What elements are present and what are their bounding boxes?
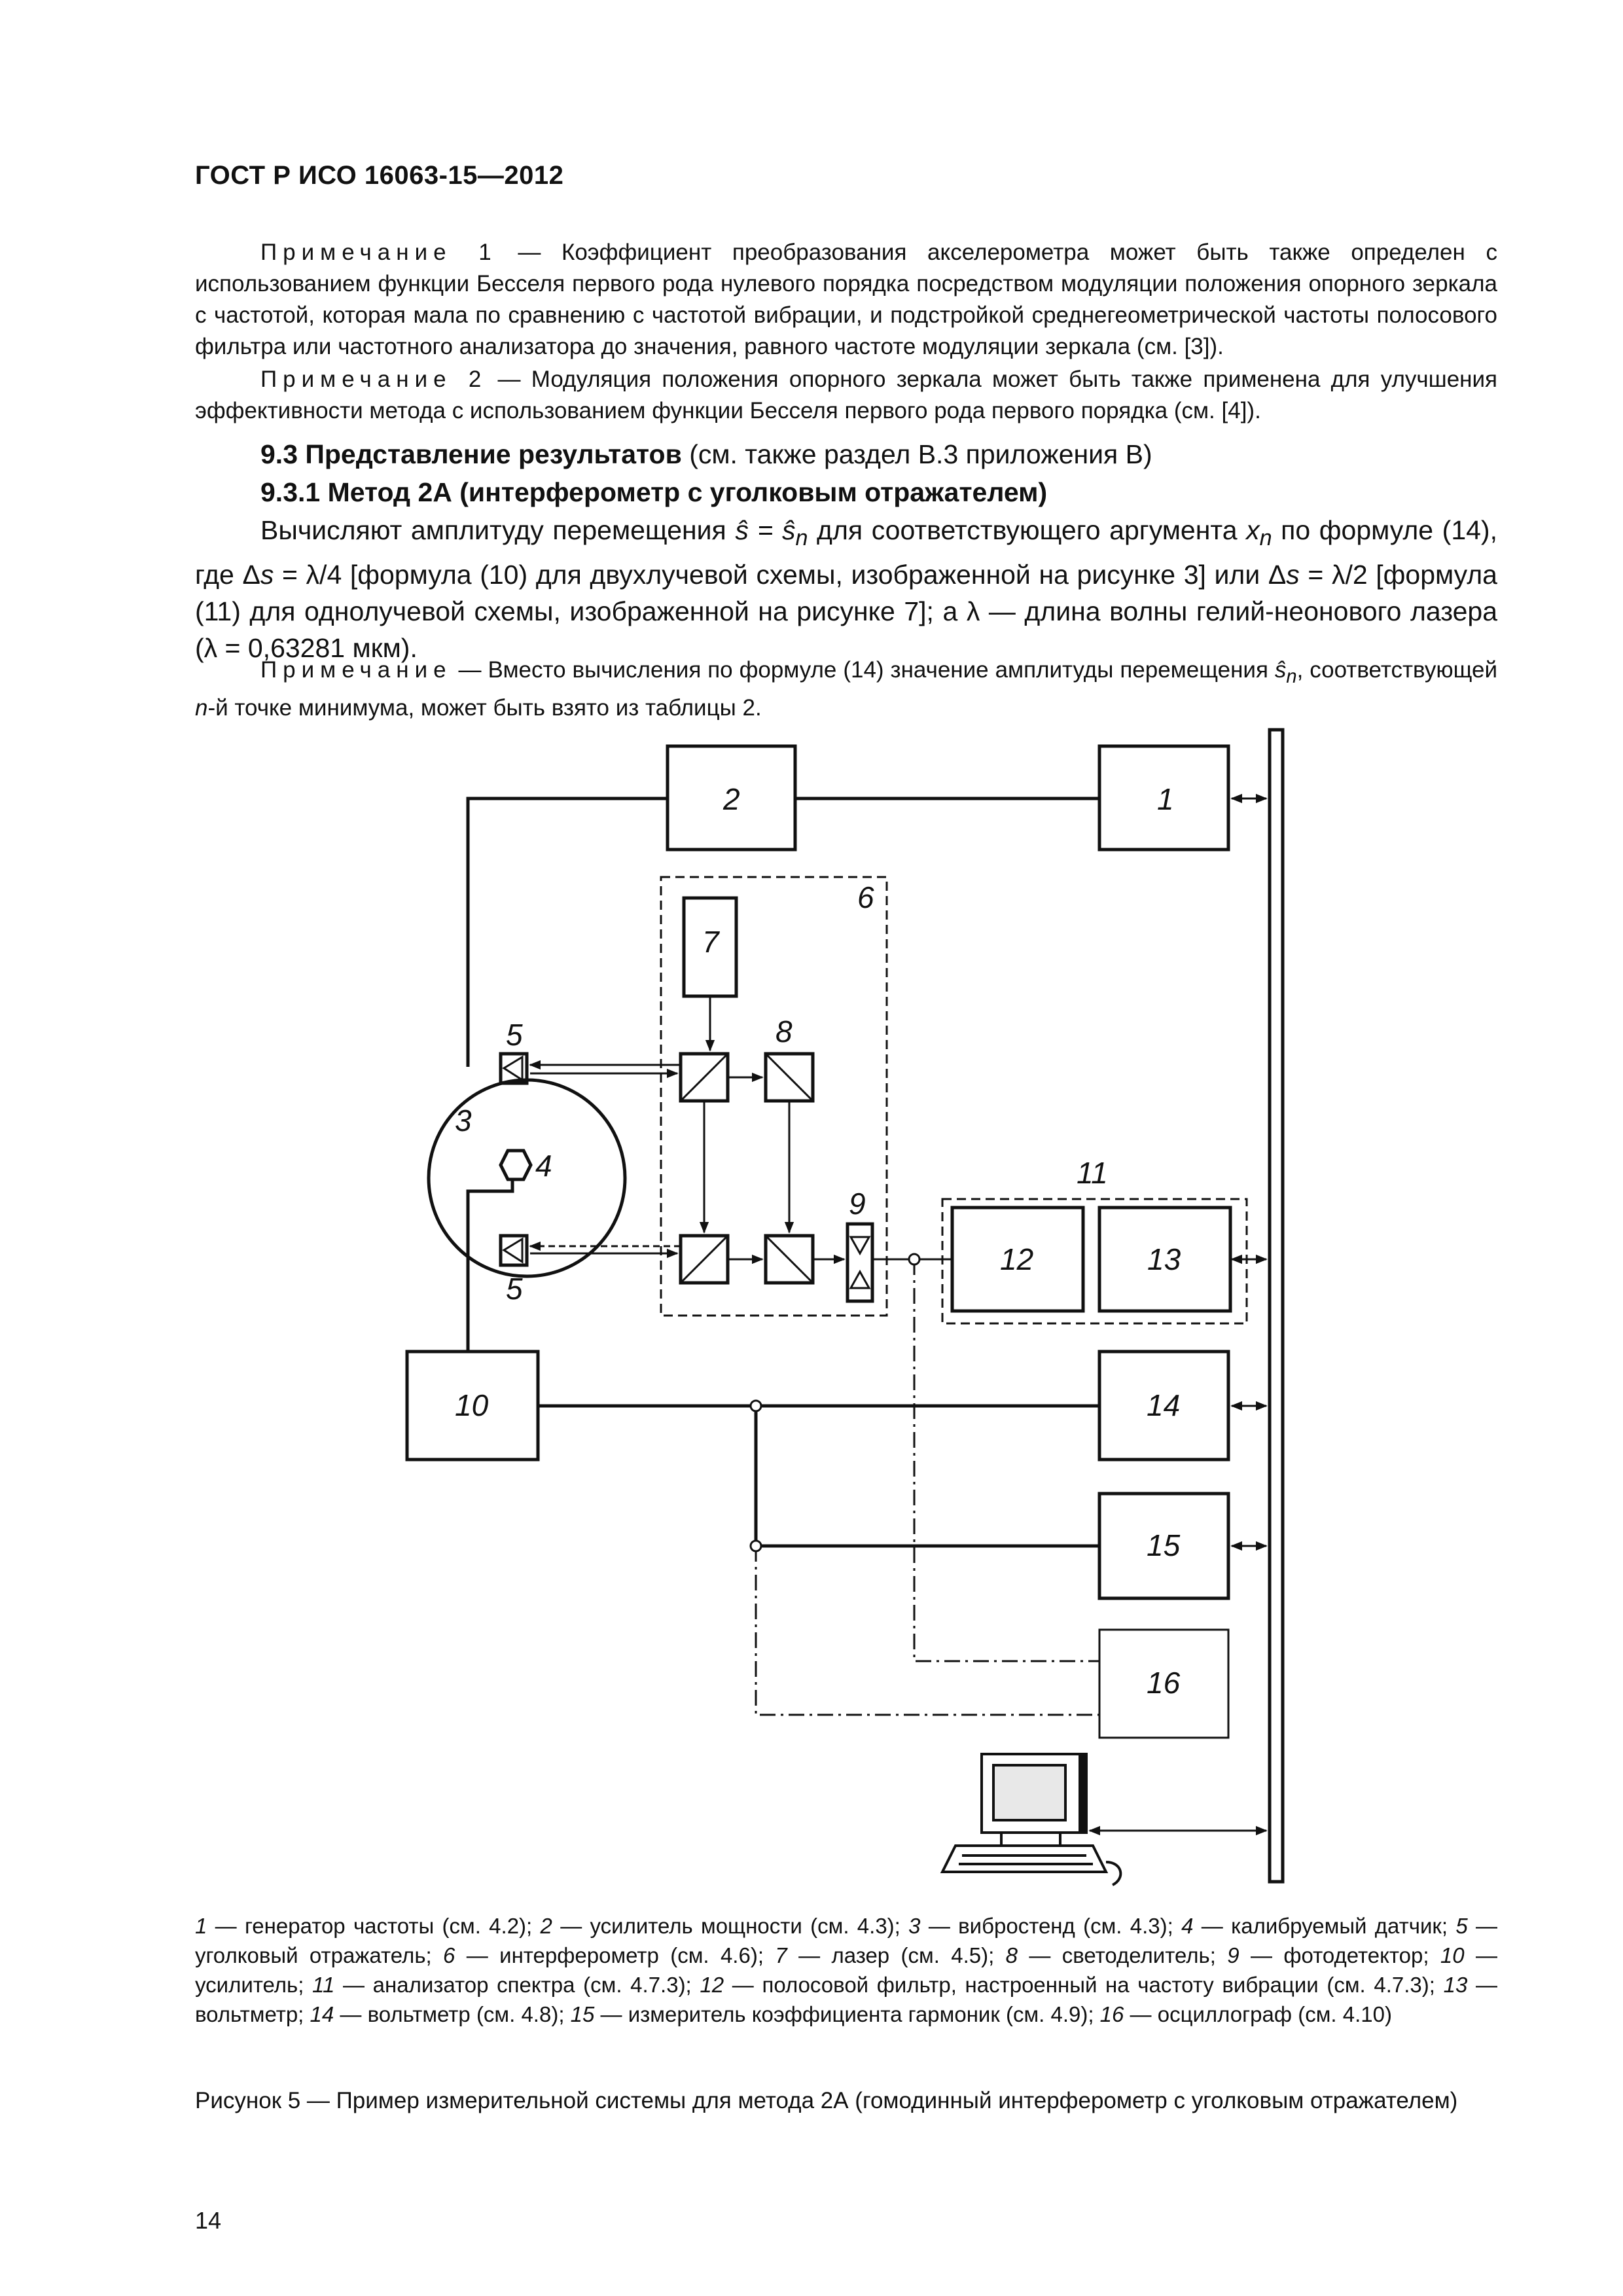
legend-num: 4 bbox=[1181, 1914, 1194, 1938]
legend-text: — вибростенд (см. 4.3); bbox=[920, 1914, 1182, 1938]
legend-num: 14 bbox=[310, 2002, 334, 2026]
section-9-3-heading: 9.3 Представление результатов bbox=[260, 439, 682, 469]
legend-text: — светоделитель; bbox=[1018, 1943, 1228, 1967]
method-paragraph: Вычисляют амплитуду перемещения ŝ = ŝn д… bbox=[195, 512, 1497, 666]
junction-dot bbox=[749, 1399, 762, 1412]
para-sub-n2: n bbox=[1259, 526, 1272, 551]
block-9-photodetector bbox=[846, 1222, 874, 1303]
section-9-3-1-heading: 9.3.1 Метод 2А (интерферометр с уголковы… bbox=[260, 477, 1048, 507]
label-9: 9 bbox=[849, 1187, 866, 1221]
legend-text: — вольтметр; bbox=[195, 1973, 1497, 2026]
label-5-top: 5 bbox=[506, 1018, 523, 1052]
note-2-lead: Примечание 2 bbox=[260, 367, 488, 392]
note-3-n: n bbox=[195, 695, 208, 721]
note-3-sub-n: n bbox=[1286, 666, 1297, 687]
corner-reflector-top bbox=[499, 1052, 529, 1085]
note-2: Примечание 2 — Модуляция положения опорн… bbox=[195, 364, 1497, 427]
legend-num: 6 bbox=[443, 1943, 455, 1967]
legend-num: 7 bbox=[775, 1943, 787, 1967]
corner-reflector-bottom bbox=[499, 1234, 529, 1267]
legend-num: 11 bbox=[312, 1973, 335, 1997]
para-s1: s bbox=[260, 560, 274, 590]
page-number: 14 bbox=[195, 2207, 222, 2234]
label-15: 15 bbox=[1147, 1528, 1181, 1562]
para-s2: s bbox=[1286, 560, 1300, 590]
legend-num: 12 bbox=[700, 1973, 724, 1997]
legend-text: — усилитель мощности (см. 4.3); bbox=[552, 1914, 909, 1938]
note-1-lead: Примечание 1 bbox=[260, 240, 497, 265]
data-bus bbox=[1268, 728, 1285, 1884]
label-13: 13 bbox=[1147, 1242, 1181, 1276]
note-3-s-hat: ŝ bbox=[1274, 657, 1287, 683]
label-7: 7 bbox=[702, 925, 720, 959]
legend-text: — полосовой фильтр, настроенный на часто… bbox=[724, 1973, 1444, 1997]
legend-num: 15 bbox=[570, 2002, 595, 2026]
para-x: x bbox=[1246, 515, 1260, 545]
note-3: Примечание — Вместо вычисления по формул… bbox=[195, 655, 1497, 724]
label-16: 16 bbox=[1147, 1666, 1181, 1700]
label-8: 8 bbox=[776, 1014, 793, 1049]
label-12: 12 bbox=[1000, 1242, 1033, 1276]
note-3-text-3: -й точке минимума, может быть взято из т… bbox=[207, 695, 762, 721]
label-14: 14 bbox=[1147, 1388, 1180, 1422]
para-text-5: = λ/2 [формула (11) для однолучевой схем… bbox=[195, 560, 1497, 664]
para-sub-n: n bbox=[795, 526, 808, 551]
label-5-bottom: 5 bbox=[506, 1272, 523, 1306]
legend-num: 1 bbox=[195, 1914, 207, 1938]
label-1: 1 bbox=[1157, 782, 1174, 816]
legend-num: 16 bbox=[1099, 2002, 1124, 2026]
legend-num: 9 bbox=[1227, 1943, 1240, 1967]
para-text-2: для соответствующего аргумента bbox=[808, 515, 1247, 545]
figure-caption: Рисунок 5 — Пример измерительной системы… bbox=[195, 2088, 1458, 2113]
label-10: 10 bbox=[455, 1388, 489, 1422]
document-header: ГОСТ Р ИСО 16063-15—2012 bbox=[195, 161, 564, 190]
legend-num: 8 bbox=[1005, 1943, 1018, 1967]
para-s-eq: ŝ = ŝ bbox=[735, 515, 796, 545]
label-3: 3 bbox=[455, 1103, 472, 1138]
legend-num: 3 bbox=[908, 1914, 921, 1938]
legend-text: — уголковый отражатель; bbox=[195, 1914, 1498, 1967]
section-9-3: 9.3 Представление результатов (см. также… bbox=[195, 436, 1497, 473]
legend-text: — калибруемый датчик; bbox=[1193, 1914, 1456, 1938]
note-3-lead: Примечание bbox=[260, 657, 452, 683]
note-3-text-2: , соответствующей bbox=[1296, 657, 1497, 683]
para-text-1: Вычисляют амплитуду перемещения bbox=[260, 515, 736, 545]
note-1-text: — Коэффициент преобразования акселеромет… bbox=[195, 240, 1497, 359]
legend-text: — анализатор спектра (см. 4.7.3); bbox=[334, 1973, 700, 1997]
legend-num: 2 bbox=[540, 1914, 552, 1938]
computer-icon bbox=[940, 1753, 1122, 1886]
legend-text: — интерферометр (см. 4.6); bbox=[455, 1943, 776, 1967]
block-6-interferometer bbox=[660, 876, 888, 1317]
legend-num: 10 bbox=[1440, 1943, 1465, 1967]
note-1: Примечание 1 — Коэффициент преобразовани… bbox=[195, 237, 1497, 363]
block-16-oscilloscope bbox=[1098, 1628, 1230, 1739]
label-2: 2 bbox=[722, 782, 740, 816]
legend-text: — измеритель коэффициента гармоник (см. … bbox=[594, 2002, 1100, 2026]
label-4: 4 bbox=[535, 1149, 552, 1183]
block-11-spectrum-analyzer bbox=[941, 1198, 1248, 1325]
legend-text: — вольтметр (см. 4.8); bbox=[334, 2002, 571, 2026]
para-text-3: по формуле (14), где Δ bbox=[195, 515, 1497, 590]
legend-text: — генератор частоты (см. 4.2); bbox=[207, 1914, 541, 1938]
note-2-text: — Модуляция положения опорного зеркала м… bbox=[195, 367, 1497, 423]
label-11: 11 bbox=[1077, 1156, 1108, 1190]
junction-dot bbox=[749, 1539, 762, 1552]
label-6: 6 bbox=[857, 880, 874, 914]
block-13-voltmeter bbox=[1097, 1206, 1232, 1313]
legend-text: — осциллограф (см. 4.10) bbox=[1124, 2002, 1392, 2026]
legend-text: — лазер (см. 4.5); bbox=[787, 1943, 1006, 1967]
figure-legend: 1 — генератор частоты (см. 4.2); 2 — уси… bbox=[195, 1911, 1497, 2029]
legend-text: — фотодетектор; bbox=[1239, 1943, 1440, 1967]
legend-text: — усилитель; bbox=[195, 1943, 1497, 1997]
junction-dot bbox=[908, 1253, 921, 1266]
note-3-text-1: — Вместо вычисления по формуле (14) знач… bbox=[452, 657, 1275, 683]
section-9-3-rest: (см. также раздел В.3 приложения В) bbox=[681, 439, 1152, 469]
block-4-accelerometer bbox=[499, 1149, 533, 1181]
para-text-4: = λ/4 [формула (10) для двухлучевой схем… bbox=[274, 560, 1287, 590]
legend-num: 13 bbox=[1443, 1973, 1468, 1997]
legend-num: 5 bbox=[1455, 1914, 1468, 1938]
